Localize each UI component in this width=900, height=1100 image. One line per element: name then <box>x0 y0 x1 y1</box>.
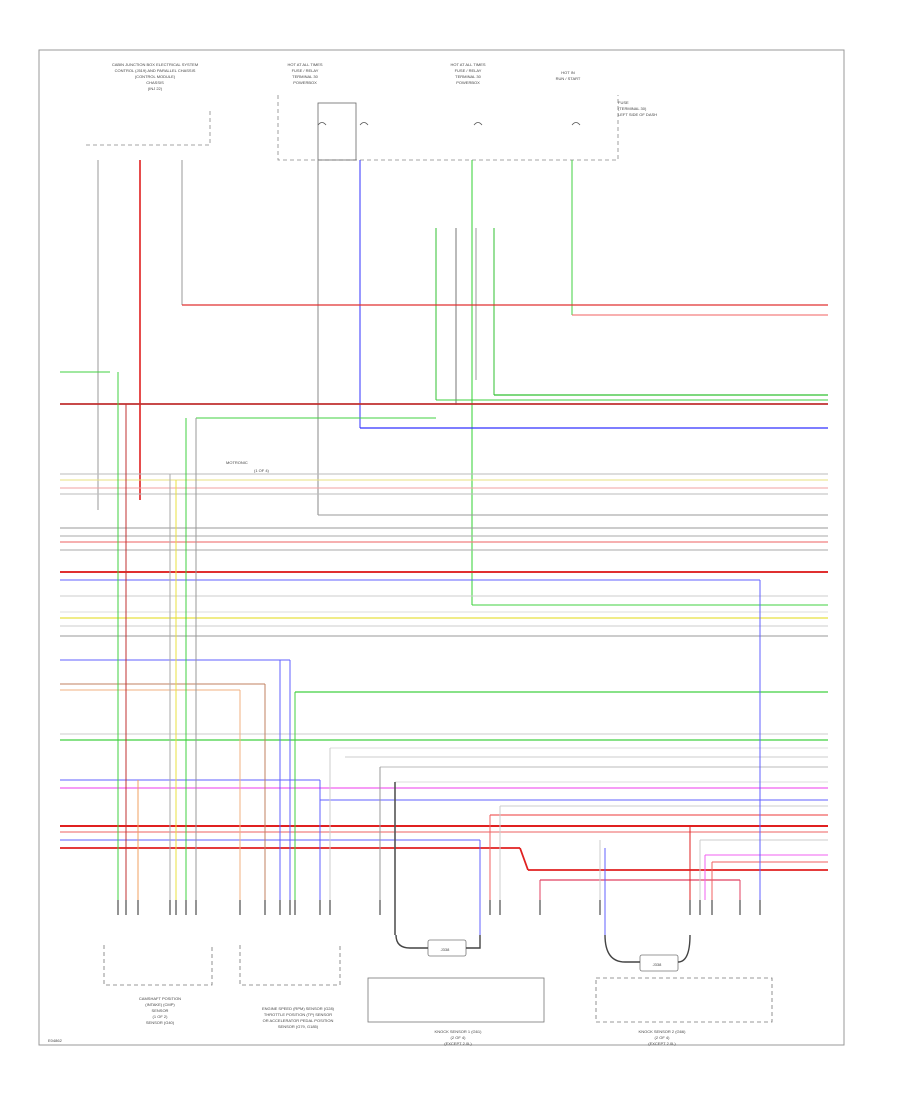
bottom-label-knock-sensor-1: KNOCK SENSOR 1 (G61) (2 OF 4) (EXCEPT 2.… <box>435 1029 483 1046</box>
svg-text:SENSOR (G40): SENSOR (G40) <box>146 1020 175 1025</box>
top-label-3-line-3: TERMINAL 30 <box>455 74 481 79</box>
svg-text:KNOCK SENSOR 1 (G61): KNOCK SENSOR 1 (G61) <box>435 1029 483 1034</box>
top-label-1-line-3: (CONTROL MODULE) <box>135 74 176 79</box>
top-label-4-line-2: RUN / START <box>556 76 581 81</box>
diagram-border <box>38 49 845 1046</box>
svg-text:(2 OF 4): (2 OF 4) <box>655 1035 671 1040</box>
module-label-2: J338 <box>653 962 662 967</box>
bottom-component-outlines <box>103 934 773 1023</box>
top-label-3-line-2: FUSE / RELAY <box>455 68 482 73</box>
bottom-label-cmp-sensor: CAMSHAFT POSITION (INTAKE) (CMP) SENSOR … <box>139 996 181 1025</box>
svg-text:CAMSHAFT POSITION: CAMSHAFT POSITION <box>139 996 181 1001</box>
svg-text:THROTTLE POSITION (TP) SENSOR: THROTTLE POSITION (TP) SENSOR <box>264 1012 332 1017</box>
svg-text:(EXCEPT 2.0L): (EXCEPT 2.0L) <box>648 1041 676 1046</box>
svg-text:SENSOR (G79, G185): SENSOR (G79, G185) <box>278 1024 319 1029</box>
fuse-note-line-3: LEFT SIDE OF DASH <box>618 112 657 117</box>
fuse-note-line-2: (TERMINAL 30) <box>618 106 647 111</box>
top-component-powerbox-2: HOT AT ALL TIMES FUSE / RELAY TERMINAL 3… <box>450 62 485 85</box>
top-label-3-line-4: POWERBOX <box>456 80 480 85</box>
top-component-cabin-jb: CABIN JUNCTION BOX ELECTRICAL SYSTEM CON… <box>112 62 198 91</box>
top-label-2-line-2: FUSE / RELAY <box>292 68 319 73</box>
svg-text:OR ACCELERATOR PEDAL POSITION: OR ACCELERATOR PEDAL POSITION <box>263 1018 334 1023</box>
bottom-label-rpm-tp-sensor: ENGINE SPEED (RPM) SENSOR (G28) THROTTLE… <box>262 1006 335 1029</box>
top-label-1-line-1: CABIN JUNCTION BOX ELECTRICAL SYSTEM <box>112 62 198 67</box>
svg-text:(1 OF 2): (1 OF 2) <box>153 1014 169 1019</box>
splice-label-line-2: (1 OF 4) <box>254 468 270 473</box>
top-label-2-line-4: POWERBOX <box>293 80 317 85</box>
svg-text:(2 OF 4): (2 OF 4) <box>451 1035 467 1040</box>
top-label-1-line-2: CONTROL (J519) AND PARALLEL CHASSIS <box>115 68 196 73</box>
module-label-1: J338 <box>441 947 450 952</box>
fuse-note-line-1: FUSE <box>618 100 629 105</box>
top-component-powerbox-1: HOT AT ALL TIMES FUSE / RELAY TERMINAL 3… <box>287 62 322 85</box>
vertical-feed-wires <box>97 160 573 605</box>
svg-text:SENSOR: SENSOR <box>152 1008 169 1013</box>
connector-pins <box>117 900 761 915</box>
splice-label: MOTRONIC (1 OF 4) <box>226 460 270 473</box>
splice-label-line-1: MOTRONIC <box>226 460 248 465</box>
fuse-box-outline <box>277 95 619 161</box>
svg-text:(INTAKE) (CMP): (INTAKE) (CMP) <box>145 1002 175 1007</box>
svg-text:(EXCEPT 2.0L): (EXCEPT 2.0L) <box>444 1041 472 1046</box>
top-label-4-line-1: HOT IN <box>561 70 575 75</box>
fuse-relay-block <box>317 102 357 161</box>
top-label-3-line-1: HOT AT ALL TIMES <box>450 62 485 67</box>
horizontal-harness-wires <box>60 304 828 881</box>
svg-text:ENGINE SPEED (RPM) SENSOR (G28: ENGINE SPEED (RPM) SENSOR (G28) <box>262 1006 335 1011</box>
svg-text:KNOCK SENSOR 2 (G66): KNOCK SENSOR 2 (G66) <box>639 1029 687 1034</box>
top-label-2-line-1: HOT AT ALL TIMES <box>287 62 322 67</box>
top-label-2-line-3: TERMINAL 30 <box>292 74 318 79</box>
top-label-1-line-5: (INJ 22) <box>148 86 163 91</box>
cabin-jb-outline <box>86 110 211 146</box>
bottom-label-knock-sensor-2: KNOCK SENSOR 2 (G66) (2 OF 4) (EXCEPT 2.… <box>639 1029 687 1046</box>
footer-code: E04862 <box>48 1038 63 1043</box>
vertical-drop-wires <box>117 372 761 935</box>
top-component-hot-in-run: HOT IN RUN / START <box>556 70 581 81</box>
fuse-symbols <box>317 122 581 126</box>
top-label-1-line-4: CHASSIS <box>146 80 164 85</box>
fuse-note: FUSE (TERMINAL 30) LEFT SIDE OF DASH <box>618 100 657 117</box>
